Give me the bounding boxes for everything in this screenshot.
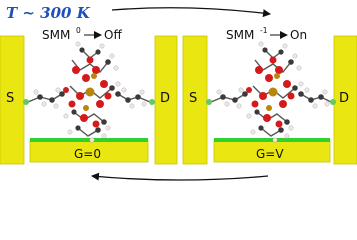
left-drain-label: D — [160, 91, 170, 106]
left-gate-strip — [30, 138, 148, 142]
left-drain-electrode — [154, 35, 178, 165]
right-state-result: On — [290, 28, 307, 42]
right-source-label: S — [189, 91, 197, 106]
transistor-diagram: T ~ 300 K S D G=0 SMM 0 Off — [0, 4, 357, 181]
left-source-label: S — [6, 91, 14, 106]
left-molecule — [23, 41, 155, 143]
left-state-prefix: SMM — [42, 28, 70, 42]
bottom-curved-arrow-icon — [91, 172, 269, 181]
right-state-prefix: SMM — [226, 28, 254, 42]
right-source-electrode — [182, 35, 208, 165]
right-state-charge: -1 — [260, 26, 268, 35]
right-gate-label: G=V — [256, 147, 284, 161]
right-panel: S D G=V SMM -1 On — [182, 26, 357, 165]
right-drain-label: D — [339, 91, 349, 106]
right-molecule — [206, 41, 336, 143]
right-gate-strip — [214, 138, 330, 142]
left-gate-label: G=0 — [74, 147, 101, 161]
left-state-charge: 0 — [76, 26, 81, 35]
left-panel: S D G=0 SMM 0 Off — [0, 26, 178, 165]
left-state-result: Off — [104, 28, 122, 42]
top-curved-arrow-icon — [111, 7, 271, 18]
temperature-label: T ~ 300 K — [6, 4, 91, 22]
